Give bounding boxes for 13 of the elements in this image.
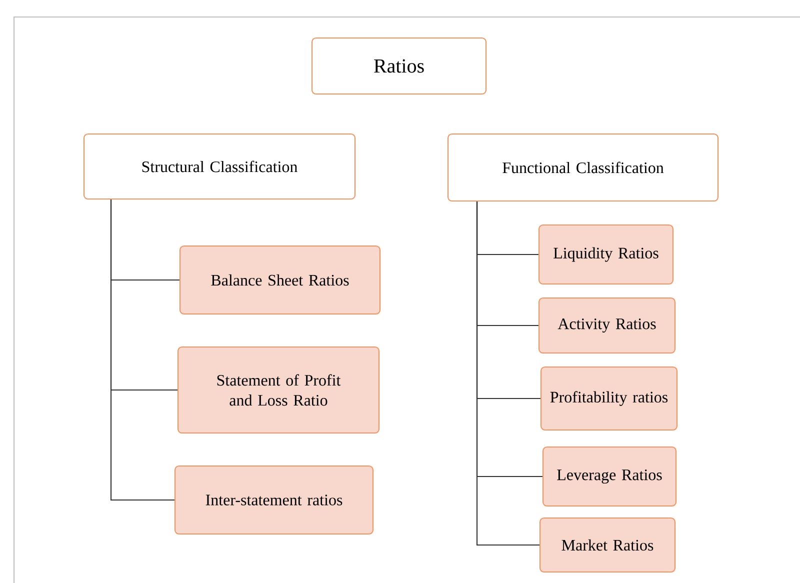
title-box: Ratios xyxy=(311,37,487,95)
ratio-box: Inter-statement ratios xyxy=(174,465,374,535)
ratio-box: Leverage Ratios xyxy=(542,446,677,507)
ratio-box: Liquidity Ratios xyxy=(538,224,674,285)
category-box: Functional Classification xyxy=(447,133,719,202)
connector-line xyxy=(476,202,540,546)
ratio-box: Profitability ratios xyxy=(540,366,678,431)
ratio-box: Balance Sheet Ratios xyxy=(179,245,381,315)
category-box: Structural Classification xyxy=(83,133,356,200)
ratio-box: Market Ratios xyxy=(539,517,676,573)
connector-line xyxy=(110,200,174,501)
ratio-box: Statement of Profit and Loss Ratio xyxy=(177,346,380,434)
ratio-box: Activity Ratios xyxy=(538,297,676,354)
